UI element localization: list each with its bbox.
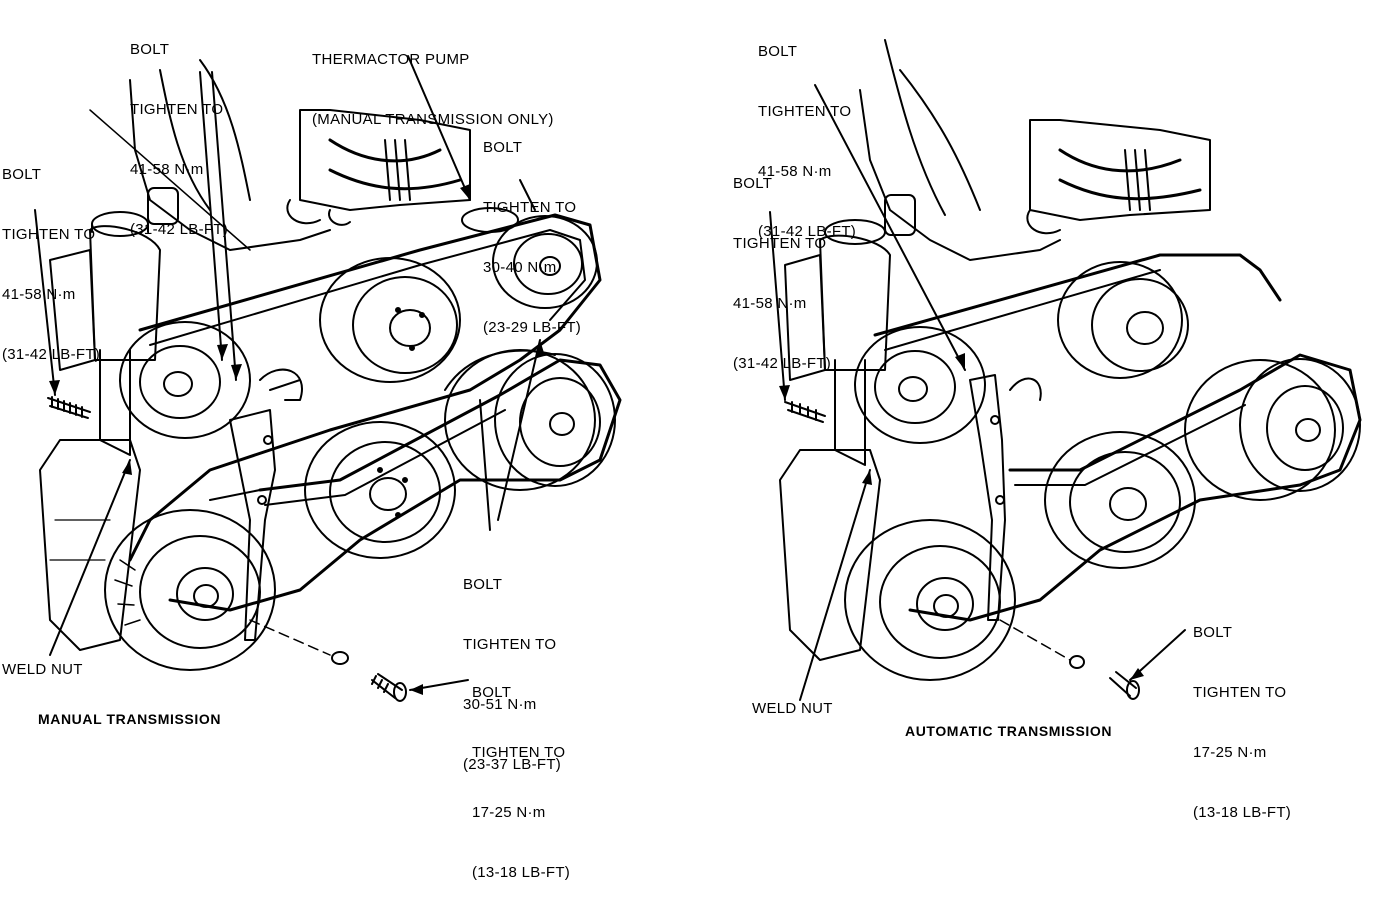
callout-manual-bolt-top: BOLT TIGHTEN TO 41-58 N·m (31-42 LB-FT) — [130, 0, 228, 280]
callout-manual-bolt-left: BOLT TIGHTEN TO 41-58 N·m (31-42 LB-FT) — [2, 125, 100, 405]
callout-manual-bolt-right-top: BOLT TIGHTEN TO 30-40 N·m (23-29 LB-FT) — [483, 98, 581, 378]
callout-line: (13-18 LB-FT) — [472, 864, 571, 881]
callout-line: TIGHTEN TO — [472, 744, 566, 761]
callout-line: (31-42 LB-FT) — [2, 346, 101, 363]
callout-automatic-bolt-top: BOLT TIGHTEN TO 41-58 N·m (31-42 LB-FT) — [758, 2, 856, 282]
callout-manual-bolt-bottom: BOLT TIGHTEN TO 17-25 N·m (13-18 LB-FT) — [472, 643, 570, 923]
bolt-icon-manual-left — [47, 396, 91, 419]
automatic-leader-lines — [769, 84, 1186, 701]
bolt-icon-automatic-left — [784, 401, 826, 423]
callout-automatic-weld-nut: WELD NUT — [752, 700, 833, 717]
callout-line: BOLT — [758, 43, 798, 60]
caption-automatic-transmission: AUTOMATIC TRANSMISSION — [905, 723, 1113, 739]
callout-manual-thermactor-pump: THERMACTOR PUMP (MANUAL TRANSMISSION ONL… — [312, 10, 554, 170]
engine-accessory-drive-illustration — [34, 39, 1362, 702]
callout-line: BOLT — [130, 41, 170, 58]
bolt-icon-manual-bottom — [331, 651, 407, 702]
callout-line: 41-58 N·m — [130, 161, 204, 178]
callout-line: TIGHTEN TO — [463, 636, 557, 653]
pulley-power-steering — [119, 321, 251, 439]
caption-manual-transmission: MANUAL TRANSMISSION — [38, 711, 222, 727]
callout-line: TIGHTEN TO — [733, 235, 827, 252]
callout-line: BOLT — [733, 175, 773, 192]
callout-automatic-bolt-left: BOLT TIGHTEN TO 41-58 N·m (31-42 LB-FT) — [733, 134, 831, 414]
callout-line: BOLT — [472, 684, 512, 701]
callout-line: (MANUAL TRANSMISSION ONLY) — [312, 111, 554, 128]
callout-line: (23-29 LB-FT) — [483, 319, 582, 336]
callout-line: 30-51 N·m — [463, 696, 537, 713]
bolt-icon-automatic-bottom — [1069, 655, 1140, 700]
diagram-canvas: BOLT TIGHTEN TO 41-58 N·m (31-42 LB-FT) … — [2, 0, 1362, 881]
callout-line: TIGHTEN TO — [130, 101, 224, 118]
callout-line: BOLT — [2, 166, 42, 183]
pulley-alternator — [304, 421, 456, 559]
callout-line: 41-58 N·m — [758, 163, 832, 180]
automatic-engine-drawing — [779, 39, 1362, 700]
callout-line: TIGHTEN TO — [483, 199, 577, 216]
callout-line: BOLT — [463, 576, 503, 593]
manual-leader-lines — [34, 55, 541, 691]
callout-line: (13-18 LB-FT) — [1193, 804, 1292, 821]
callout-line: (31-42 LB-FT) — [130, 221, 229, 238]
callout-line: TIGHTEN TO — [1193, 684, 1287, 701]
callout-line: (31-42 LB-FT) — [733, 355, 832, 372]
callout-line: 30-40 N·m — [483, 259, 557, 276]
callout-line: THERMACTOR PUMP — [312, 51, 470, 68]
callout-line: BOLT — [483, 139, 523, 156]
callout-line: TIGHTEN TO — [758, 103, 852, 120]
callout-manual-weld-nut: WELD NUT — [2, 661, 83, 678]
callout-line: (31-42 LB-FT) — [758, 223, 857, 240]
callout-line: 17-25 N·m — [1193, 744, 1267, 761]
callout-line: BOLT — [1193, 624, 1233, 641]
callout-line: 17-25 N·m — [472, 804, 546, 821]
pulley-thermactor — [461, 207, 598, 309]
pulley-water-pump — [319, 257, 461, 383]
callout-line: 41-58 N·m — [733, 295, 807, 312]
callout-line: TIGHTEN TO — [2, 226, 96, 243]
callout-line: 41-58 N·m — [2, 286, 76, 303]
callout-automatic-bolt-bottom: BOLT TIGHTEN TO 17-25 N·m (13-18 LB-FT) — [1193, 583, 1291, 863]
